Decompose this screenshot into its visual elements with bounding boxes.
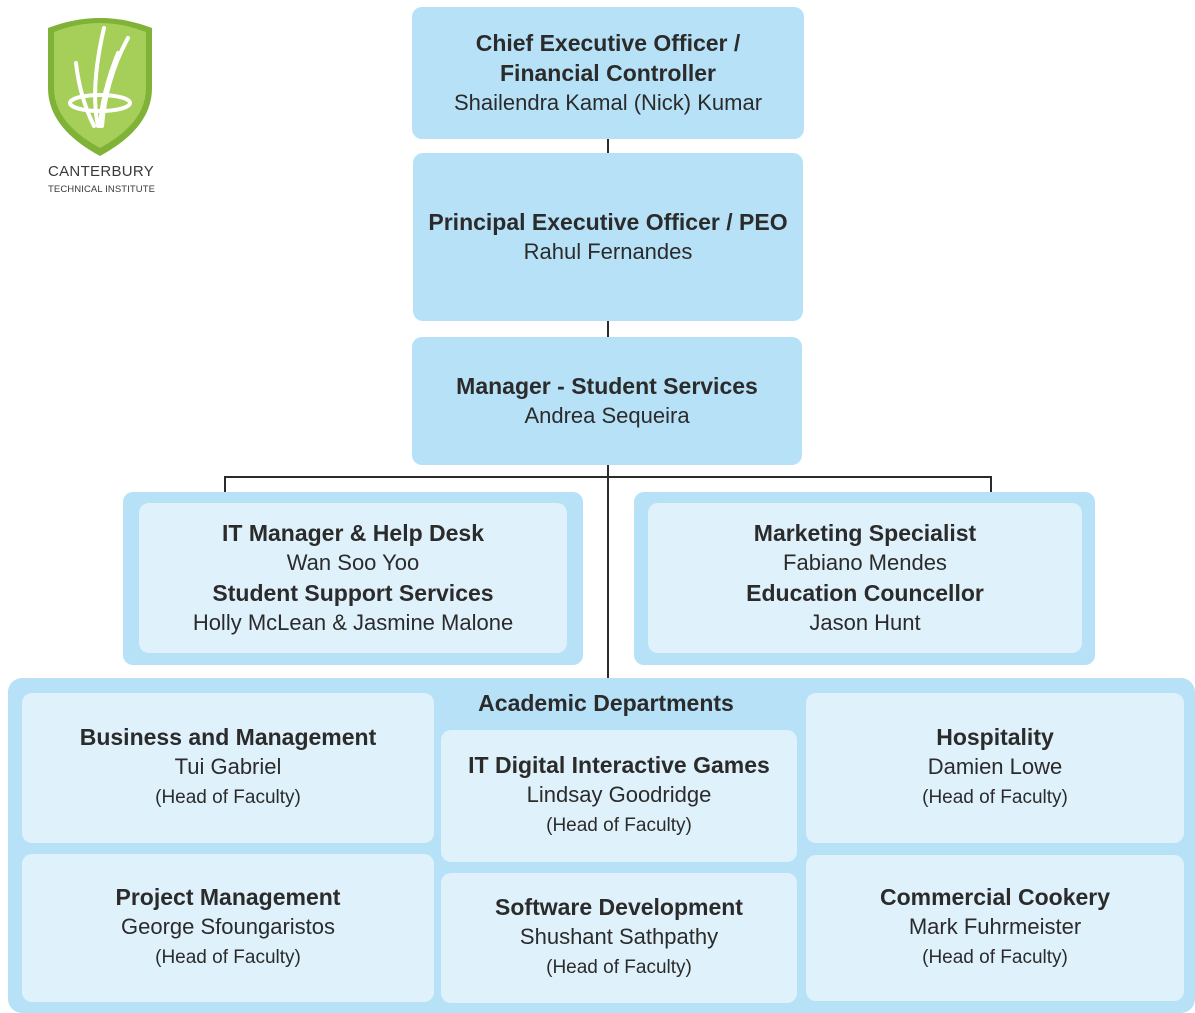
left-group-name1: Wan Soo Yoo	[286, 550, 420, 575]
logo-name: CANTERBURY	[48, 163, 155, 180]
ceo-title-line1: Chief Executive Officer /	[475, 30, 741, 56]
logo: CANTERBURY TECHNICAL INSTITUTE	[40, 8, 160, 208]
department-head-name: Damien Lowe	[927, 754, 1063, 779]
peo-box: Principal Executive Officer / PEO Rahul …	[413, 153, 803, 321]
department-role: (Head of Faculty)	[155, 947, 301, 968]
left-group-box: IT Manager & Help Desk Wan Soo Yoo Stude…	[139, 503, 567, 653]
department-title: Project Management	[115, 884, 341, 910]
peo-title: Principal Executive Officer / PEO	[428, 209, 788, 235]
connector-horizontal	[224, 476, 992, 478]
left-group-title2: Student Support Services	[212, 580, 494, 606]
student-services-name: Andrea Sequeira	[524, 403, 690, 428]
right-group-box: Marketing Specialist Fabiano Mendes Educ…	[648, 503, 1082, 653]
ceo-name: Shailendra Kamal (Nick) Kumar	[453, 90, 763, 115]
department-head-name: Lindsay Goodridge	[526, 782, 712, 807]
department-title: Commercial Cookery	[879, 884, 1111, 910]
student-services-box: Manager - Student Services Andrea Sequei…	[412, 337, 802, 465]
department-box: Commercial Cookery Mark Fuhrmeister (Hea…	[806, 855, 1184, 1001]
logo-subtitle: TECHNICAL INSTITUTE	[48, 184, 156, 195]
department-head-name: Tui Gabriel	[174, 754, 282, 779]
department-head-name: George Sfoungaristos	[120, 914, 336, 939]
department-head-name: Mark Fuhrmeister	[908, 914, 1082, 939]
department-title: Hospitality	[936, 724, 1054, 750]
department-head-name: Shushant Sathpathy	[519, 924, 719, 949]
right-group-title2: Education Councellor	[746, 580, 984, 606]
connector-right-drop	[990, 476, 992, 494]
right-group-title1: Marketing Specialist	[753, 520, 977, 546]
department-role: (Head of Faculty)	[922, 947, 1068, 968]
department-box: IT Digital Interactive Games Lindsay Goo…	[441, 730, 797, 862]
department-role: (Head of Faculty)	[546, 957, 692, 978]
right-group-name2: Jason Hunt	[809, 610, 921, 635]
department-box: Business and Management Tui Gabriel (Hea…	[22, 693, 434, 843]
right-group-name1: Fabiano Mendes	[783, 550, 947, 575]
left-group-title1: IT Manager & Help Desk	[221, 520, 485, 546]
department-box: Software Development Shushant Sathpathy …	[441, 873, 797, 1003]
student-services-title: Manager - Student Services	[456, 373, 758, 399]
connector-left-drop	[224, 476, 226, 494]
department-role: (Head of Faculty)	[546, 815, 692, 836]
shield-logo-icon	[48, 18, 152, 156]
department-title: Business and Management	[79, 724, 377, 750]
department-title: Software Development	[495, 894, 743, 920]
department-role: (Head of Faculty)	[922, 787, 1068, 808]
department-box: Project Management George Sfoungaristos …	[22, 854, 434, 1002]
left-group-name2: Holly McLean & Jasmine Malone	[192, 610, 514, 635]
department-role: (Head of Faculty)	[155, 787, 301, 808]
ceo-box: Chief Executive Officer / Financial Cont…	[412, 7, 804, 139]
peo-name: Rahul Fernandes	[523, 239, 693, 264]
department-box: Hospitality Damien Lowe (Head of Faculty…	[806, 693, 1184, 843]
ceo-title-line2: Financial Controller	[500, 60, 716, 86]
academic-heading: Academic Departments	[478, 690, 734, 716]
department-title: IT Digital Interactive Games	[468, 752, 770, 778]
